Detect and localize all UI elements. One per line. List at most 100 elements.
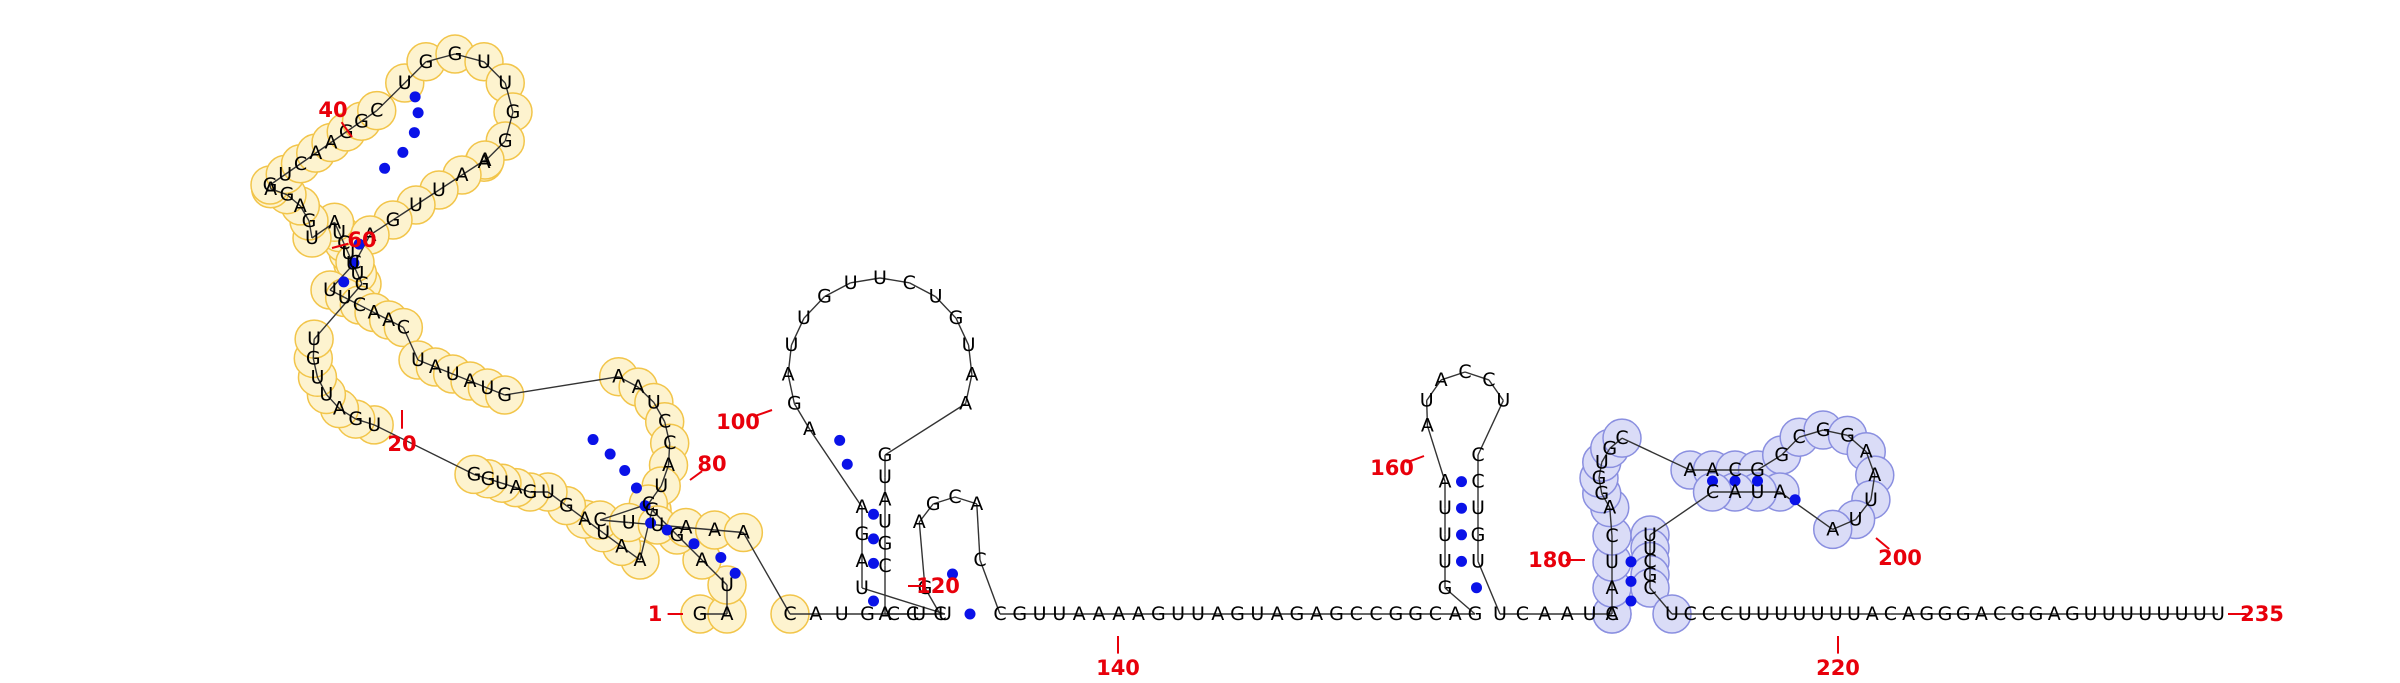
base-pair-dot (1471, 582, 1482, 594)
base-pair-dot (379, 162, 391, 174)
nucleotide-124: A (970, 493, 983, 515)
nucleotide-61: U (338, 287, 352, 309)
nucleotide-233: U (2175, 603, 2189, 625)
backbone-segment (1598, 477, 1603, 494)
nucleotide-149: A (1449, 603, 1462, 625)
nucleotide-72: A (612, 366, 625, 388)
nucleotide-100: U (784, 334, 798, 356)
nucleotide-147: G (1408, 603, 1423, 625)
backbone-segment (286, 194, 301, 207)
nucleotide-12: U (541, 481, 555, 503)
nucleotide-129: U (1052, 603, 1066, 625)
nucleotide-84: A (708, 519, 721, 541)
nucleotide-208: C (1720, 603, 1733, 625)
backbone-segment (504, 376, 619, 396)
backbone-segment (602, 532, 623, 547)
nucleotide-111: G (878, 444, 893, 466)
nucleotide-121: A (913, 511, 926, 533)
nucleotide-105: C (903, 272, 916, 294)
numbering-tick (689, 470, 703, 481)
nucleotide-51: G (498, 130, 513, 152)
backbone-segment (354, 234, 371, 263)
nucleotide-11: G (559, 495, 574, 517)
backbone-segment (504, 111, 514, 142)
backbone-segment (1426, 425, 1446, 482)
nucleotide-20: A (333, 398, 346, 420)
backbone-segment (515, 486, 531, 493)
nucleotide-29: C (337, 232, 350, 254)
base-pair-layer (338, 91, 1801, 620)
nucleotide-185: C (1728, 459, 1741, 481)
nucleotide-225: G (2029, 603, 2044, 625)
nucleotide-31: A (328, 211, 341, 233)
nucleotide-197: U (1751, 481, 1765, 503)
backbone-segment (657, 524, 687, 529)
nucleotide-169: A (1538, 603, 1551, 625)
nucleotide-53: A (479, 149, 492, 171)
position-label-20: 20 (387, 432, 416, 456)
backbone-segment (1609, 437, 1623, 449)
nucleotide-139: U (1250, 603, 1264, 625)
backbone-segment (1757, 454, 1783, 471)
nucleotide-98: G (787, 393, 802, 415)
backbone-segment (329, 289, 345, 299)
backbone-segment (402, 327, 419, 361)
backbone-segment (454, 53, 485, 63)
nucleotide-167: U (1493, 603, 1507, 625)
nucleotide-148: C (1429, 603, 1442, 625)
backbone-segment (979, 559, 1001, 615)
base-pair-dot (868, 595, 879, 607)
backbone-segment (618, 376, 639, 388)
backbone-segment (660, 464, 670, 487)
nucleotide-114: U (878, 511, 892, 533)
nucleotide-5: G (670, 524, 685, 546)
backbone-segment (461, 159, 486, 176)
nucleotide-137: A (1211, 603, 1224, 625)
nucleotide-175: U (1605, 551, 1619, 573)
nucleotide-228: U (2084, 603, 2098, 625)
base-pair-dot (868, 557, 879, 569)
nucleotide-145: C (1369, 603, 1382, 625)
position-label-180: 180 (1528, 548, 1572, 572)
nucleotide-221: G (1956, 603, 1971, 625)
position-label-235: 235 (2240, 602, 2284, 626)
nucleotide-16: G (481, 468, 496, 490)
backbone-segment (647, 485, 662, 505)
nucleotide-218: A (1902, 603, 1915, 625)
backbone-segment (918, 503, 934, 523)
backbone-segment (667, 443, 671, 466)
base-pair-dot (630, 482, 642, 494)
nucleotide-132: A (1112, 603, 1125, 625)
backbone-segment (924, 587, 941, 615)
nucleotide-1: G (693, 603, 708, 625)
base-pair-dot (645, 517, 657, 529)
nucleotide-23: G (306, 347, 321, 369)
nucleotide-140: A (1271, 603, 1284, 625)
backbone-segment (1488, 379, 1504, 401)
nucleotide-44: C (370, 100, 383, 122)
nucleotide-19: G (348, 408, 363, 430)
base-pair-dot (834, 434, 846, 446)
nucleotide-116: C (878, 555, 891, 577)
backbone-segment (664, 421, 671, 444)
nucleotide-191: A (1860, 441, 1873, 463)
nucleotide-99: A (782, 364, 795, 386)
nucleotide-10: A (578, 508, 591, 530)
backbone-segment (1865, 451, 1876, 476)
backbone-segment (299, 205, 310, 222)
nucleotide-93: U (855, 577, 869, 599)
backbone-segment (435, 366, 453, 375)
nucleotide-142: A (1310, 603, 1323, 625)
nucleotide-192: A (1868, 464, 1881, 486)
backbone-segment (685, 526, 715, 531)
backbone-segment (1477, 400, 1504, 456)
nucleotide-34: A (294, 195, 307, 217)
backbone-segment (790, 317, 805, 346)
backbone-segment (345, 120, 362, 133)
nucleotide-74: U (647, 392, 661, 414)
backbone-segment (315, 141, 332, 154)
backbone-segment (787, 345, 793, 375)
nucleotide-3: U (720, 574, 734, 596)
nucleotide-177: A (1603, 497, 1616, 519)
backbone-segment (1477, 561, 1501, 615)
